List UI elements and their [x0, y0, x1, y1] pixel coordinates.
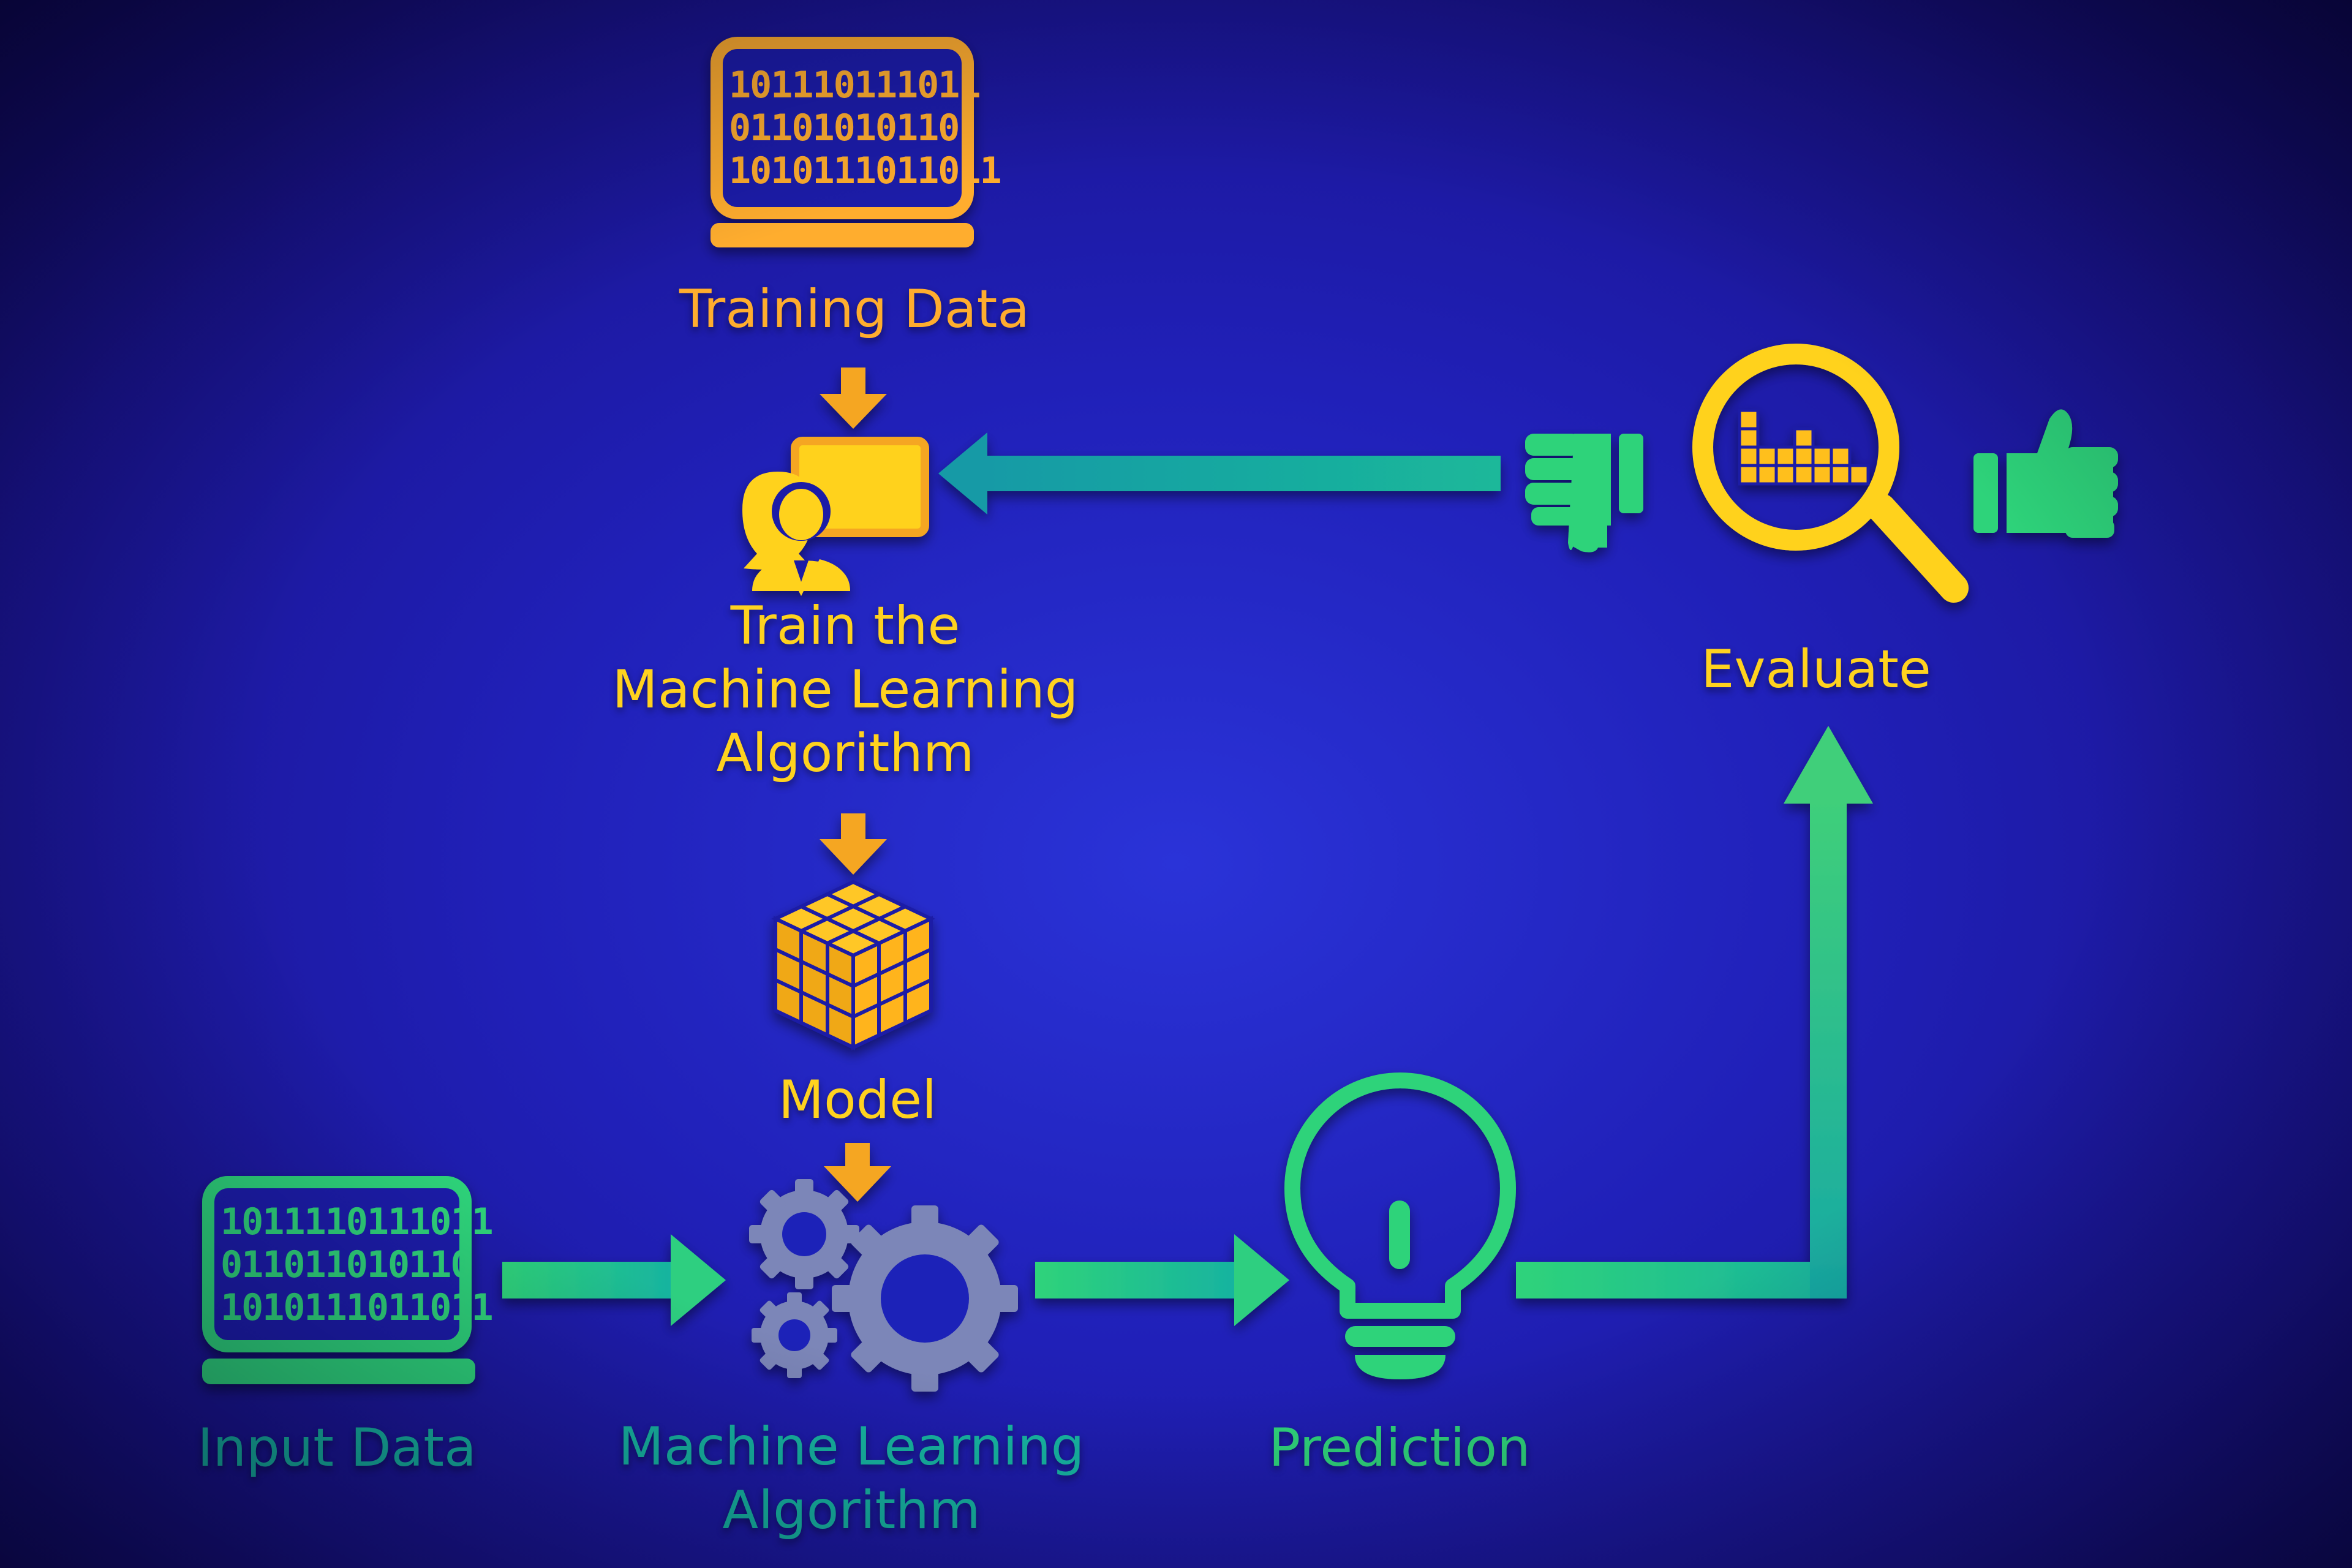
model-cube-icon [771, 880, 936, 1050]
binary-line: 101110111011 [729, 64, 981, 107]
prediction-label: Prediction [1268, 1417, 1531, 1479]
binary-line: 01101010110 [729, 107, 960, 149]
train-algorithm-label: Train the Machine Learning Algorithm [539, 594, 1152, 785]
training-data-laptop-icon [710, 37, 974, 247]
arrow-model-to-algorithm [824, 1143, 891, 1202]
binary-line: 1010111011011 [221, 1286, 494, 1329]
arrow-prediction-to-evaluate [1516, 726, 1873, 1298]
arrow-input-to-algorithm [502, 1234, 726, 1326]
training-data-binary: 101110111011 01101010110 1010111011011 [729, 64, 1002, 192]
gears-icon [749, 1179, 1018, 1392]
magnifier-chart-icon [1692, 344, 1969, 603]
ml-algorithm-label-line: Machine Learning [618, 1416, 1085, 1477]
train-algorithm-label-line: Machine Learning [612, 659, 1079, 720]
input-data-binary: 1011110111011 011011010110 1010111011011 [221, 1200, 494, 1329]
input-data-label: Input Data [197, 1417, 477, 1479]
train-algorithm-label-line: Train the [730, 595, 960, 657]
arrow-evaluate-to-train [938, 432, 1501, 514]
arrow-training-to-train [820, 368, 887, 429]
thumbs-down-icon [1525, 434, 1643, 552]
arrow-algorithm-to-prediction [1035, 1234, 1289, 1326]
training-data-label: Training Data [679, 279, 1030, 340]
evaluate-label: Evaluate [1701, 639, 1931, 700]
binary-line: 1011110111011 [221, 1200, 494, 1243]
teacher-board-icon [742, 437, 929, 596]
ml-algorithm-label-line: Algorithm [722, 1480, 981, 1541]
arrow-train-to-model [820, 813, 887, 875]
input-data-laptop-icon [202, 1176, 475, 1384]
ml-algorithm-label: Machine Learning Algorithm [539, 1415, 1164, 1542]
thumbs-up-icon [1973, 409, 2118, 538]
train-algorithm-label-line: Algorithm [716, 723, 974, 784]
model-label: Model [778, 1069, 937, 1131]
binary-line: 011011010110 [221, 1243, 472, 1286]
lightbulb-icon [1284, 1072, 1516, 1379]
binary-line: 1010111011011 [729, 149, 1002, 192]
